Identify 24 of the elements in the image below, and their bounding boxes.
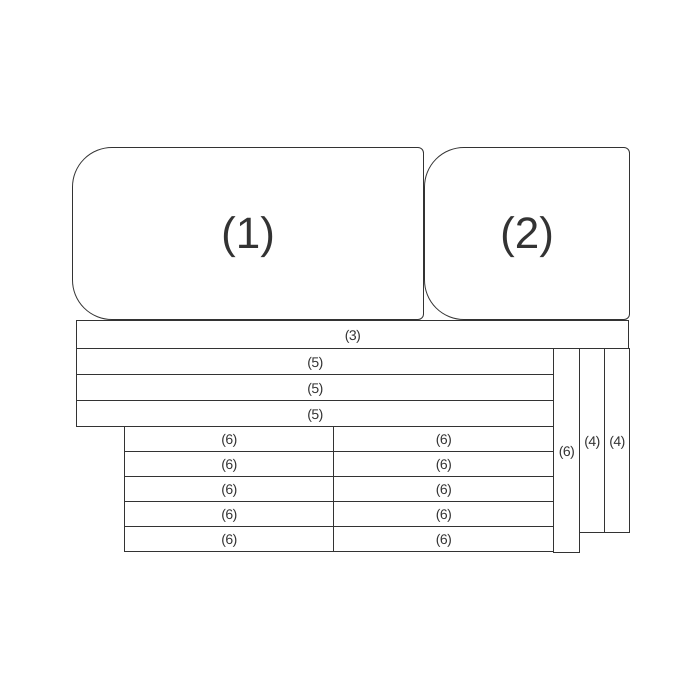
panel-outline — [76, 320, 629, 349]
part-number: (6) — [436, 507, 452, 521]
panel-outline — [424, 147, 630, 320]
part-number: (6) — [436, 482, 452, 496]
part-number: (4) — [584, 434, 600, 448]
part-number: (6) — [436, 457, 452, 471]
part-number: (6) — [221, 432, 237, 446]
panel-outline — [124, 526, 334, 552]
part-number: (6) — [221, 507, 237, 521]
panel-outline — [72, 147, 424, 320]
part-number: (3) — [344, 328, 360, 342]
part-number: (5) — [307, 380, 323, 394]
part-number: (5) — [307, 406, 323, 420]
part-number: (5) — [307, 354, 323, 368]
part-number: (6) — [558, 444, 574, 458]
part-number: (6) — [221, 457, 237, 471]
part-number: (6) — [221, 532, 237, 546]
part-number: (1) — [221, 212, 275, 256]
part-number: (6) — [221, 482, 237, 496]
panel-outline — [604, 348, 630, 533]
part-number: (6) — [436, 432, 452, 446]
part-number: (6) — [436, 532, 452, 546]
part-number: (2) — [500, 212, 554, 256]
part-number: (4) — [609, 434, 625, 448]
